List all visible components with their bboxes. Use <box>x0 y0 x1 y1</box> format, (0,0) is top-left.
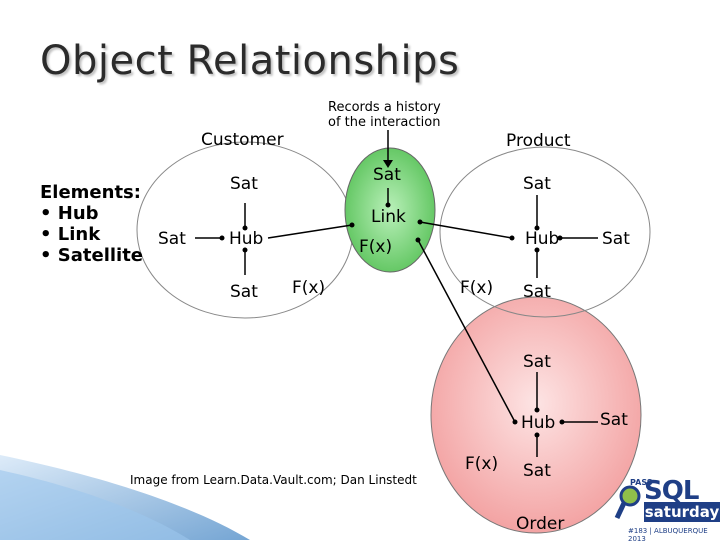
order-sat-bottom: Sat <box>523 461 551 481</box>
customer-sat-bottom: Sat <box>230 282 258 302</box>
link-fx: F(x) <box>359 237 393 257</box>
elements-heading: Elements: <box>40 182 141 203</box>
customer-fx: F(x) <box>292 278 326 298</box>
product-label: Product <box>506 131 571 151</box>
product-link-line <box>419 221 513 239</box>
order-label: Order <box>516 514 565 534</box>
product-sat-right: Sat <box>602 229 630 249</box>
order-circle <box>430 296 642 534</box>
decorative-swoosh-2 <box>0 470 190 540</box>
product-circle <box>439 146 651 318</box>
customer-sat-top: Sat <box>230 174 258 194</box>
product-fx: F(x) <box>460 278 494 298</box>
logo-sql: SQL <box>644 476 699 506</box>
product-hub: Hub <box>525 229 560 249</box>
order-hub: Hub <box>521 413 556 433</box>
link-sat: Sat <box>373 165 401 185</box>
order-link-line <box>417 239 516 423</box>
link-label: Link <box>371 207 406 227</box>
customer-label: Customer <box>201 130 284 150</box>
order-fx: F(x) <box>465 454 499 474</box>
magnifier-icon <box>614 485 641 520</box>
elements-item-satellite: • Satellite <box>40 245 144 266</box>
customer-hub: Hub <box>229 229 264 249</box>
elements-list: Elements: • Hub • Link • Satellite <box>40 182 143 266</box>
annotation-line-2: of the interaction <box>328 115 441 130</box>
logo-saturday: saturday <box>644 502 720 522</box>
sql-saturday-logo: PASS SQL saturday #183 | ALBUQUERQUE 201… <box>600 476 720 543</box>
slide-title: Object Relationships <box>40 38 460 84</box>
order-sat-right: Sat <box>600 410 628 430</box>
elements-item-hub: • Hub <box>40 203 99 224</box>
logo-pass: PASS <box>630 478 653 487</box>
annotation-line-1: Records a history <box>328 100 441 115</box>
elements-item-link: • Link <box>40 224 101 245</box>
annotation-text: Records a history of the interaction <box>328 100 441 130</box>
product-sat-top: Sat <box>523 174 551 194</box>
logo-sub: #183 | ALBUQUERQUE 2013 <box>628 527 708 543</box>
image-credit: Image from Learn.Data.Vault.com; Dan Lin… <box>130 473 417 487</box>
customer-link-line <box>267 224 353 239</box>
order-sat-top: Sat <box>523 352 551 372</box>
product-sat-bottom: Sat <box>523 282 551 302</box>
customer-sat-left: Sat <box>158 229 186 249</box>
link-ellipse <box>344 147 436 273</box>
